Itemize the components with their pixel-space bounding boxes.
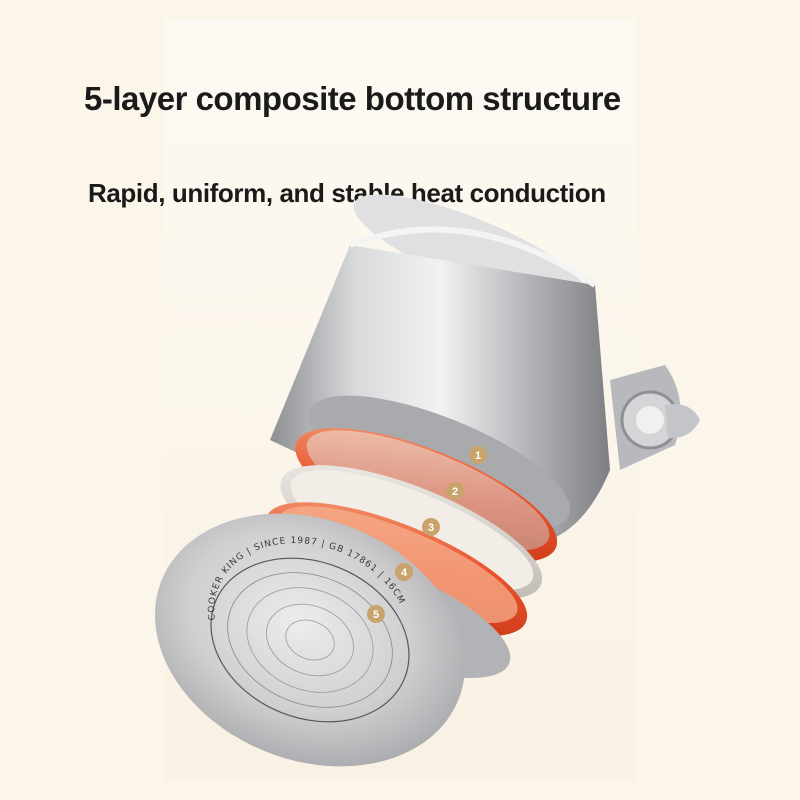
page-title: 5-layer composite bottom structure [84, 80, 621, 117]
layer-badge-3: 3 [422, 518, 440, 536]
svg-text:4: 4 [401, 567, 408, 579]
svg-text:2: 2 [452, 486, 458, 498]
page-subtitle: Rapid, uniform, and stable heat conducti… [88, 178, 606, 208]
svg-text:5: 5 [373, 609, 379, 621]
layer-badge-1: 1 [469, 446, 487, 464]
svg-text:1: 1 [475, 450, 481, 462]
handle-icon [610, 365, 700, 470]
layer-badge-2: 2 [446, 482, 464, 500]
layer-badge-4: 4 [395, 563, 413, 581]
layer-badge-5: 5 [367, 605, 385, 623]
svg-text:3: 3 [428, 522, 434, 534]
